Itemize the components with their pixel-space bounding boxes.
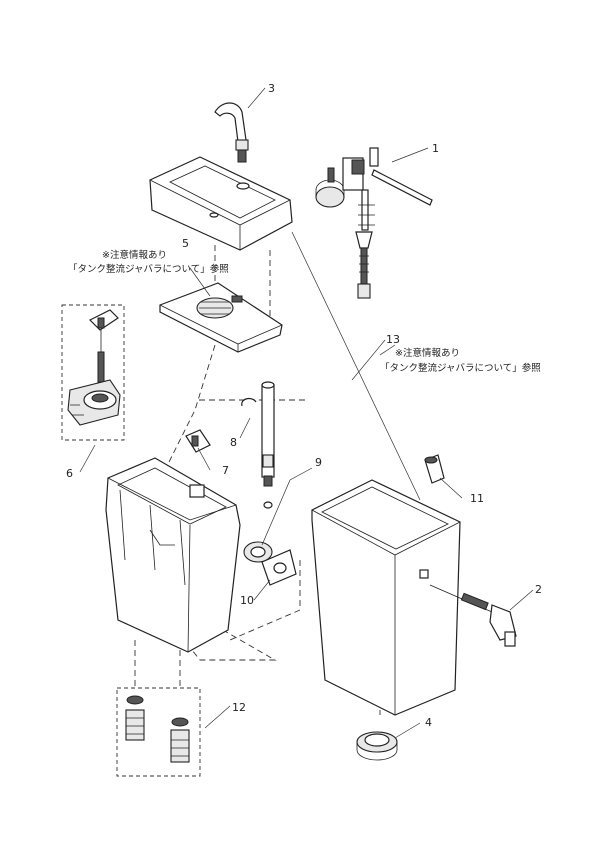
label-part-6: 6 [66,467,73,480]
label-part-7: 7 [222,464,229,477]
label-part-12: 12 [232,701,246,714]
label-part-9: 9 [315,456,322,469]
part-faucet-spout [214,102,249,163]
label-part-4: 4 [425,716,432,729]
leader-lines [79,87,534,739]
part-fittings-kit [116,687,201,777]
label-part-13: 13 [386,333,400,346]
label-part-5-note-line2: 「タンク整流ジャバラについて」参照 [68,263,229,275]
part-cap-11 [424,454,445,484]
label-part-13-note-line1: ※注意情報あり [395,347,460,359]
part-labels: 3 1 5 ※注意情報あり 「タンク整流ジャバラについて」参照 13 ※注意情報… [66,82,542,729]
label-part-10: 10 [240,594,254,607]
label-part-3: 3 [268,82,275,95]
part-right-tank-body [311,479,461,716]
part-lever-handle [429,584,517,647]
part-gasket [243,541,297,586]
label-part-5-note-line1: ※注意情報あり [102,249,167,261]
part-tank-gasket-ring [356,731,398,761]
label-part-1: 1 [432,142,439,155]
part-overflow-pipe [241,381,275,509]
part-flush-valve-assembly [61,304,125,441]
part-clip [185,429,211,453]
label-part-2: 2 [535,583,542,596]
label-part-13-note-line2: 「タンク整流ジャバラについて」参照 [380,362,541,374]
label-part-11: 11 [470,492,484,505]
part-float-valve [315,147,433,299]
part-left-tank-body [105,457,241,653]
part-tank-rectifier-plate [159,282,283,353]
label-part-5: 5 [182,237,189,250]
label-part-8: 8 [230,436,237,449]
part-tank-lid [149,156,293,251]
